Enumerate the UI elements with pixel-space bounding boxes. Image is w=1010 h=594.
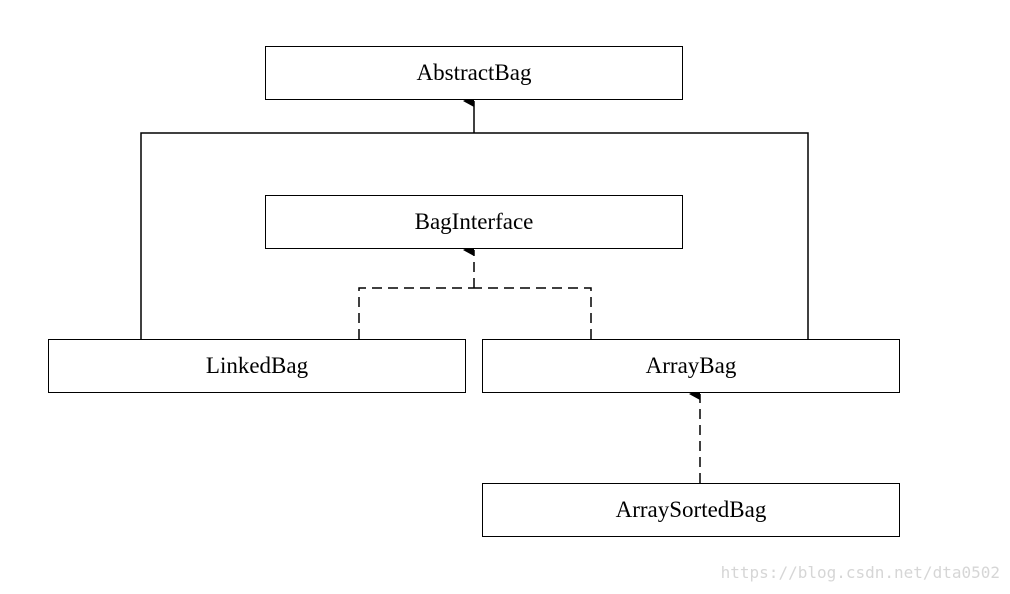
linkedbag-box: LinkedBag xyxy=(48,339,466,393)
edge-linkedbag-to-baginterface xyxy=(358,287,474,339)
linkedbag-label: LinkedBag xyxy=(205,353,309,378)
arraysortedbag-label: ArraySortedBag xyxy=(615,497,767,522)
baginterface-label: BagInterface xyxy=(414,209,534,234)
abstractbag-box: AbstractBag xyxy=(265,46,683,100)
edge-arraybag-to-abstractbag xyxy=(474,132,809,339)
edge-inherit-abstractbag xyxy=(140,95,809,339)
abstractbag-label: AbstractBag xyxy=(416,60,532,85)
baginterface-box: BagInterface xyxy=(265,195,683,249)
arraybag-box: ArrayBag xyxy=(482,339,900,393)
arraysortedbag-box: ArraySortedBag xyxy=(482,483,900,537)
watermark-url: https://blog.csdn.net/dta0502 xyxy=(720,563,1000,582)
edge-linkedbag-to-abstractbag xyxy=(140,132,474,339)
edge-arraybag-to-baginterface xyxy=(474,287,592,339)
edge-implement-baginterface xyxy=(358,244,592,339)
arraybag-label: ArrayBag xyxy=(645,353,737,378)
